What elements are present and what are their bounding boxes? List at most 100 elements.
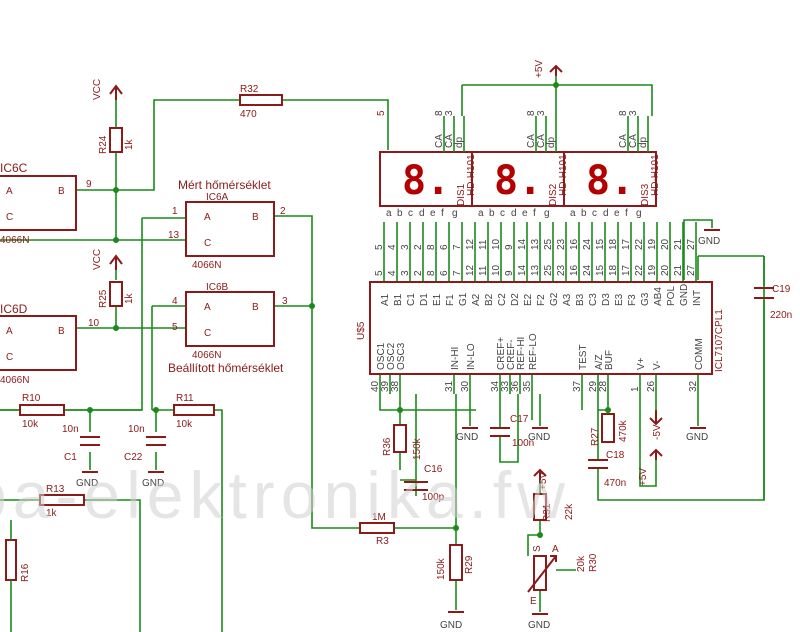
adc-top-num: 13 <box>530 264 541 276</box>
r13-value: 1k <box>46 508 58 519</box>
adc-top-pin: C3 <box>588 293 599 306</box>
gate-ic6c-pin-a: A <box>6 186 13 197</box>
gate-ic6c-part: 4066N <box>0 235 29 246</box>
resistor-r30: R30 20k A E S <box>527 544 599 607</box>
adc-top-pin: A1 <box>380 293 391 306</box>
gate-ic6b-pin-c: C <box>204 328 211 339</box>
gate-ic6a-out-pin: 2 <box>280 206 286 217</box>
adc-bottom-pin: CREF- <box>506 339 517 370</box>
display-top-pin: CA <box>628 134 639 148</box>
adc-bus-num: 25 <box>543 238 554 250</box>
capacitor-c19: C19 220n <box>754 284 792 321</box>
r32-name: R32 <box>240 84 259 95</box>
display-digit: 8. <box>586 158 634 204</box>
gate-ic6b-ctrl-pin: 5 <box>172 322 178 333</box>
supply-minus5v: -5V <box>649 410 663 440</box>
resistor-r11: R11 10k <box>173 393 215 430</box>
adc-top-pin: C1 <box>406 293 417 306</box>
adc-bottom-num: 31 <box>444 380 455 392</box>
adc-top-pin: INT <box>692 290 703 306</box>
resistor-r31: R31 22k <box>533 493 575 522</box>
adc-bus-num: 20 <box>660 238 671 250</box>
display-seg-letter: d <box>419 208 425 219</box>
adc-bus-num: 16 <box>569 238 580 250</box>
adc-bus-num: 14 <box>517 238 528 250</box>
adc-top-pin: B2 <box>484 293 495 306</box>
r36-name: R36 <box>382 437 393 456</box>
adc-top-num: 23 <box>556 264 567 276</box>
adc-top-num: 12 <box>465 264 476 276</box>
gate-ic6c-pin-b: B <box>58 186 65 197</box>
pot-pin-a: A <box>552 544 559 555</box>
r27-value: 470k <box>618 419 629 442</box>
gate-ic6b-pin-b: B <box>252 302 259 313</box>
pot-pin-e: E <box>530 596 537 607</box>
display-seg-letter: a <box>386 208 392 219</box>
svg-text:GND: GND <box>698 236 720 247</box>
gate-ic6d-pin-b: B <box>58 326 65 337</box>
display-seg-letter: c <box>408 208 413 219</box>
adc-bus-num: 5 <box>374 244 385 250</box>
resistor-r3: 1M R3 <box>359 512 395 547</box>
adc-bottom-pin: IN-LO <box>466 343 477 370</box>
display-seg-letter: b <box>581 208 587 219</box>
capacitor-c16: C16 100p <box>404 464 445 503</box>
svg-text:+5V: +5V <box>538 472 549 490</box>
adc-top-num: 24 <box>582 264 593 276</box>
gate-ic6c: IC6C A B C 4066N 9 <box>0 161 92 246</box>
adc-bottom-num: 1 <box>630 386 641 392</box>
adc-bus-num: 6 <box>439 244 450 250</box>
adc-top-num: 11 <box>478 265 489 276</box>
display-top-pin: CA <box>526 134 537 148</box>
display-top-num: 8 <box>434 110 445 116</box>
adc-bottom-num: 26 <box>646 380 657 392</box>
resistor-r27: R27 470k <box>590 413 629 446</box>
display-seg-letter: e <box>430 208 436 219</box>
adc-top-pin: D1 <box>419 293 430 306</box>
adc-top-pin: F2 <box>536 294 547 306</box>
junctions <box>87 82 611 538</box>
adc-bottom-num: 28 <box>598 380 609 392</box>
adc-top-pin: A2 <box>471 293 482 306</box>
adc-top-num: 14 <box>517 264 528 276</box>
adc-bus-num: 8 <box>426 244 437 250</box>
adc-top-num: 21 <box>673 264 684 276</box>
display-top-pin: CA <box>444 134 455 148</box>
adc-bus-num: 15 <box>595 238 606 250</box>
adc-top-pin: E3 <box>614 293 625 306</box>
adc-bus-num: 10 <box>491 238 502 250</box>
adc-top-pin: POL <box>666 286 677 306</box>
gnd-top: GND <box>698 229 720 247</box>
adc-top-pin: AB4 <box>653 287 664 306</box>
adc-bus-num: 18 <box>608 238 619 250</box>
gnd-r29: GND <box>440 611 464 631</box>
c1-name: C1 <box>64 452 77 463</box>
adc-pins: A155B144C133D122E188F166G177A21212B21111… <box>370 238 705 392</box>
adc-top-pin: D2 <box>510 293 521 306</box>
r31-name: R31 <box>542 503 553 522</box>
display-top-num: 8 <box>526 110 537 116</box>
adc-bottom-pin: OSC1 <box>376 342 387 370</box>
adc-top-pin: A3 <box>562 293 573 306</box>
resistor-r13: R13 1k <box>39 484 85 519</box>
display-seg-letter: d <box>511 208 517 219</box>
display-seg-letter: f <box>533 208 536 219</box>
adc-bottom-pin: A/Z <box>594 354 605 370</box>
adc-bus-num: 27 <box>686 238 697 250</box>
svg-text:+5V: +5V <box>534 60 545 78</box>
adc-bus-num: 2 <box>413 244 424 250</box>
gnd-c1: GND <box>76 471 98 489</box>
r30-name: R30 <box>588 553 599 572</box>
display-name: DIS1 <box>456 183 467 206</box>
gate-ic6b-name: IC6B <box>206 282 229 293</box>
adc-top-num: 27 <box>686 264 697 276</box>
adc-bottom-pin: V+ <box>636 357 647 370</box>
adc-top-num: 2 <box>413 270 424 276</box>
c16-name: C16 <box>424 464 443 475</box>
c19-name: C19 <box>772 284 791 295</box>
display-seg-letter: a <box>570 208 576 219</box>
pot-wiper-s: S <box>532 545 543 552</box>
